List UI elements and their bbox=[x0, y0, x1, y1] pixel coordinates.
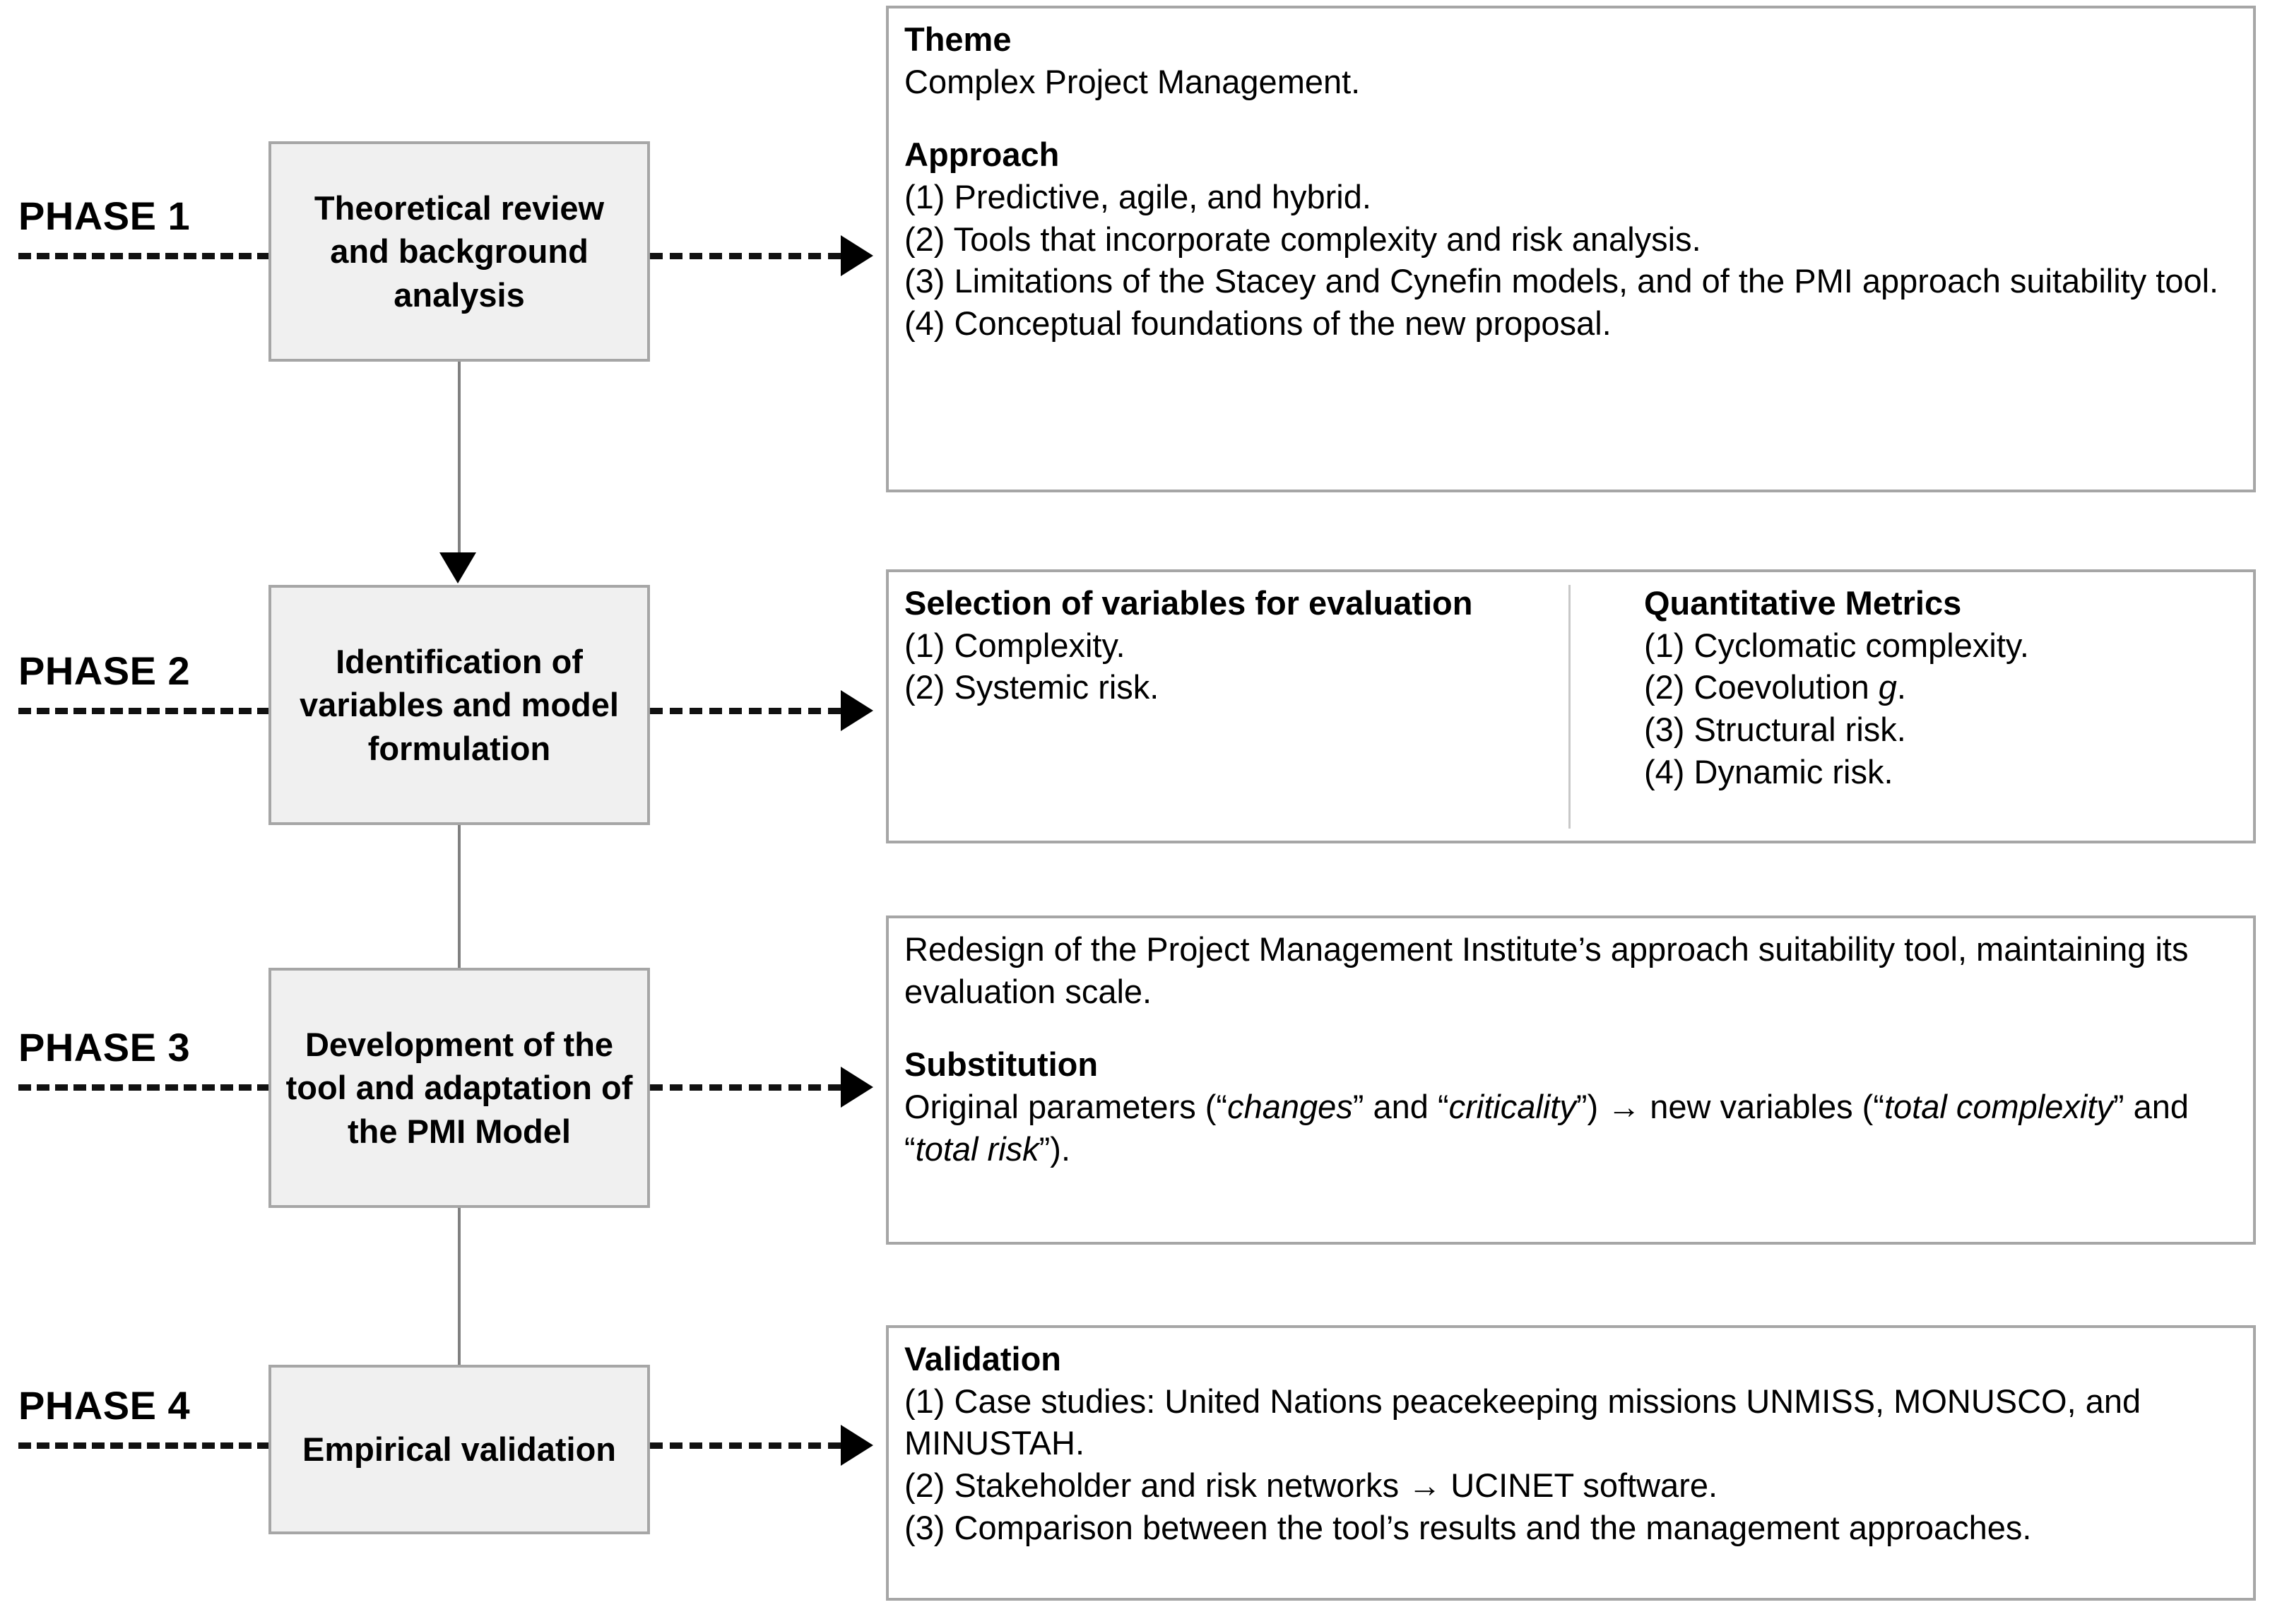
dashed-connector-1 bbox=[650, 253, 841, 259]
panel-3-substitution-text: Original parameters (“changes” and “crit… bbox=[904, 1088, 2199, 1168]
param-total-complexity: total complexity bbox=[1884, 1088, 2113, 1126]
param-total-risk: total risk bbox=[915, 1130, 1039, 1168]
panel-1-approach-item-2: (2) Tools that incorporate complexity an… bbox=[904, 220, 1701, 258]
panel-4-item-3: (3) Comparison between the tool’s result… bbox=[904, 1508, 2032, 1546]
phase-label-2: PHASE 2 bbox=[18, 648, 191, 693]
panel-1-theme-value: Complex Project Management. bbox=[904, 62, 1361, 100]
metric-symbol-g: g bbox=[1878, 668, 1897, 706]
dashed-connector-4 bbox=[650, 1442, 841, 1449]
detail-panel-phase-2: Selection of variables for evaluation (1… bbox=[886, 569, 2256, 843]
panel-2-column-left: Selection of variables for evaluation (1… bbox=[904, 582, 1600, 709]
detail-panel-phase-3: Redesign of the Project Management Insti… bbox=[886, 915, 2256, 1245]
process-box-phase-2[interactable]: Identification of variables and model fo… bbox=[268, 585, 650, 825]
process-box-phase-3[interactable]: Development of the tool and adaptation o… bbox=[268, 968, 650, 1208]
panel-1-approach-item-1: (1) Predictive, agile, and hybrid. bbox=[904, 178, 1371, 216]
process-box-label-1: Theoretical review and background analys… bbox=[314, 189, 605, 314]
arrowhead-right-1 bbox=[841, 235, 873, 276]
detail-panel-phase-4: Validation (1) Case studies: United Nati… bbox=[886, 1325, 2256, 1601]
panel-1-heading-theme: Theme bbox=[904, 20, 1012, 58]
panel-2-right-item-4: (4) Dynamic risk. bbox=[1644, 752, 1893, 790]
panel-3-heading-substitution: Substitution bbox=[904, 1045, 1099, 1084]
phase-divider-line-1 bbox=[18, 253, 270, 259]
param-criticality: criticality bbox=[1448, 1088, 1576, 1126]
flow-line-3-to-4 bbox=[458, 1208, 461, 1369]
panel-3-redesign-text: Redesign of the Project Management Insti… bbox=[904, 930, 2198, 1010]
panel-2-right-item-3: (3) Structural risk. bbox=[1644, 711, 1906, 749]
panel-1-heading-approach: Approach bbox=[904, 136, 1060, 174]
panel-2-left-item-2: (2) Systemic risk. bbox=[904, 668, 1159, 706]
arrowhead-right-3 bbox=[841, 1067, 873, 1108]
param-changes: changes bbox=[1227, 1088, 1353, 1126]
dashed-connector-2 bbox=[650, 708, 841, 714]
detail-panel-phase-1: Theme Complex Project Management. Approa… bbox=[886, 6, 2256, 492]
process-box-label-3: Development of the tool and adaptation o… bbox=[285, 1026, 633, 1150]
process-box-label-4: Empirical validation bbox=[302, 1430, 617, 1469]
panel-2-right-item-1: (1) Cyclomatic complexity. bbox=[1644, 626, 2029, 664]
arrowhead-down-1 bbox=[439, 552, 476, 583]
process-box-phase-1[interactable]: Theoretical review and background analys… bbox=[268, 141, 650, 362]
phase-divider-line-2 bbox=[18, 708, 270, 714]
phase-divider-line-4 bbox=[18, 1442, 270, 1449]
panel-2-column-right: Quantitative Metrics (1) Cyclomatic comp… bbox=[1600, 582, 2239, 793]
arrowhead-right-4 bbox=[841, 1425, 873, 1466]
dashed-connector-3 bbox=[650, 1084, 841, 1091]
arrowhead-right-2 bbox=[841, 690, 873, 731]
panel-4-heading-validation: Validation bbox=[904, 1340, 1061, 1377]
phase-divider-line-3 bbox=[18, 1084, 270, 1091]
phase-label-4: PHASE 4 bbox=[18, 1383, 191, 1428]
phase-label-1: PHASE 1 bbox=[18, 194, 191, 238]
panel-1-approach-item-4: (4) Conceptual foundations of the new pr… bbox=[904, 304, 1612, 343]
flow-line-2-to-3 bbox=[458, 825, 461, 1000]
panel-2-left-item-1: (1) Complexity. bbox=[904, 626, 1125, 664]
phase-label-3: PHASE 3 bbox=[18, 1025, 191, 1069]
panel-1-approach-item-3: (3) Limitations of the Stacey and Cynefi… bbox=[904, 262, 2219, 300]
process-box-label-2: Identification of variables and model fo… bbox=[300, 643, 619, 767]
panel-4-item-2: (2) Stakeholder and risk networks → UCIN… bbox=[904, 1466, 1718, 1505]
panel-4-item-1: (1) Case studies: United Nations peaceke… bbox=[904, 1382, 2151, 1462]
flow-line-1-to-2 bbox=[458, 362, 461, 552]
panel-2-left-heading: Selection of variables for evaluation bbox=[904, 584, 1473, 622]
panel-2-column-divider bbox=[1568, 585, 1571, 829]
panel-2-right-heading: Quantitative Metrics bbox=[1644, 584, 1962, 622]
panel-2-right-item-2: (2) Coevolution g. bbox=[1644, 668, 1906, 706]
process-box-phase-4[interactable]: Empirical validation bbox=[268, 1365, 650, 1534]
